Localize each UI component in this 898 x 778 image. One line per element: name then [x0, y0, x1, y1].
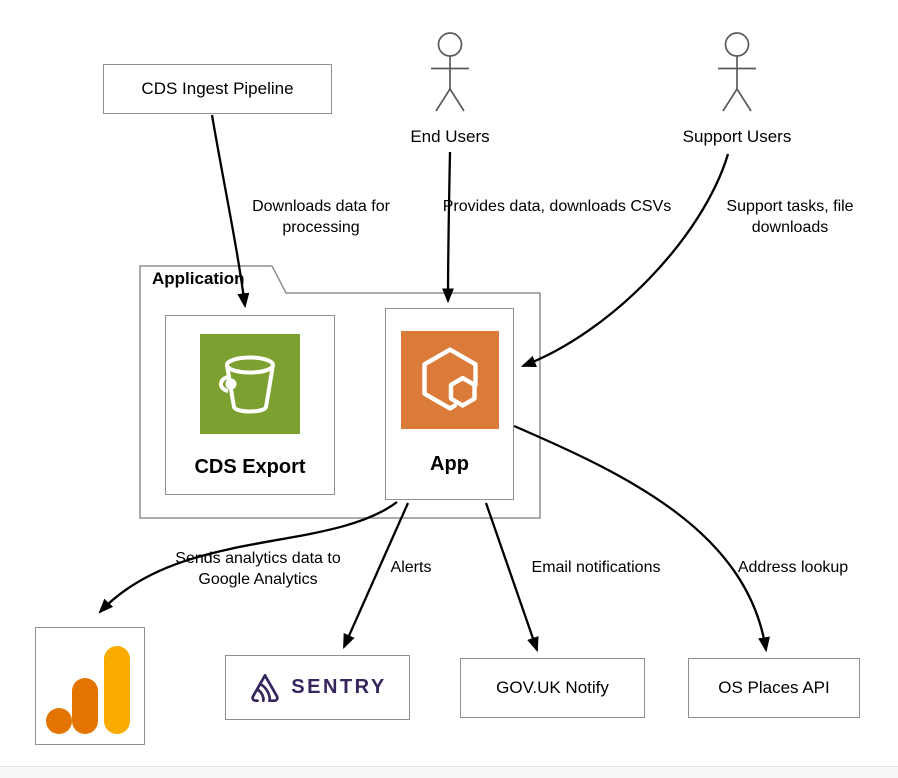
- edge-label-support-users-to-app: Support tasks, file downloads: [726, 198, 854, 237]
- google-analytics-icon: [46, 646, 130, 734]
- arrow-app-to-govuk-notify: [484, 502, 539, 653]
- sentry-logo-icon: [251, 674, 279, 703]
- aws-ecs-service-icon: [400, 331, 499, 429]
- node-sentry: SENTRY: [225, 655, 410, 720]
- node-app: App: [385, 308, 514, 500]
- node-govuk-notify-label: GOV.UK Notify: [496, 678, 609, 697]
- node-cds-export: CDS Export: [165, 315, 335, 495]
- edge-label-app-to-os-places: Address lookup: [737, 559, 849, 576]
- application-boundary-label: Application: [152, 269, 245, 288]
- support-users-label: Support Users: [682, 127, 792, 146]
- node-os-places-api-label: OS Places API: [718, 678, 830, 697]
- node-cds-ingest-pipeline-label: CDS Ingest Pipeline: [141, 79, 294, 98]
- arrow-app-to-os-places: [513, 424, 770, 653]
- arrow-app-to-sentry: [342, 502, 410, 650]
- edge-label-app-to-sentry: Alerts: [390, 559, 432, 576]
- aws-s3-bucket-icon: [200, 334, 300, 434]
- arrow-ingest-to-cds-export: [210, 114, 250, 309]
- edge-label-ingest-to-export: Downloads data for processing: [252, 198, 390, 237]
- node-google-analytics: [35, 627, 145, 745]
- node-govuk-notify: GOV.UK Notify: [460, 658, 645, 718]
- edge-label-app-to-analytics: Sends analytics data to Google Analytics: [175, 550, 341, 589]
- edge-label-app-to-notify: Email notifications: [531, 559, 661, 576]
- support-users-person-icon: [718, 32, 756, 112]
- page-bottom-strip: [0, 766, 898, 778]
- end-users-label: End Users: [410, 127, 490, 146]
- node-sentry-label: SENTRY: [291, 676, 387, 698]
- node-cds-ingest-pipeline: CDS Ingest Pipeline: [103, 64, 332, 114]
- arrow-end-users-to-app: [442, 151, 454, 304]
- node-cds-export-label: CDS Export: [194, 456, 306, 478]
- end-users-person-icon: [431, 32, 469, 112]
- edge-label-end-users-to-app: Provides data, downloads CSVs: [442, 198, 672, 215]
- arrow-support-users-to-app: [520, 153, 730, 368]
- node-app-label: App: [430, 453, 469, 475]
- arrow-app-to-google-analytics: [98, 501, 398, 614]
- application-boundary-outline: [139, 265, 541, 519]
- node-os-places-api: OS Places API: [688, 658, 860, 718]
